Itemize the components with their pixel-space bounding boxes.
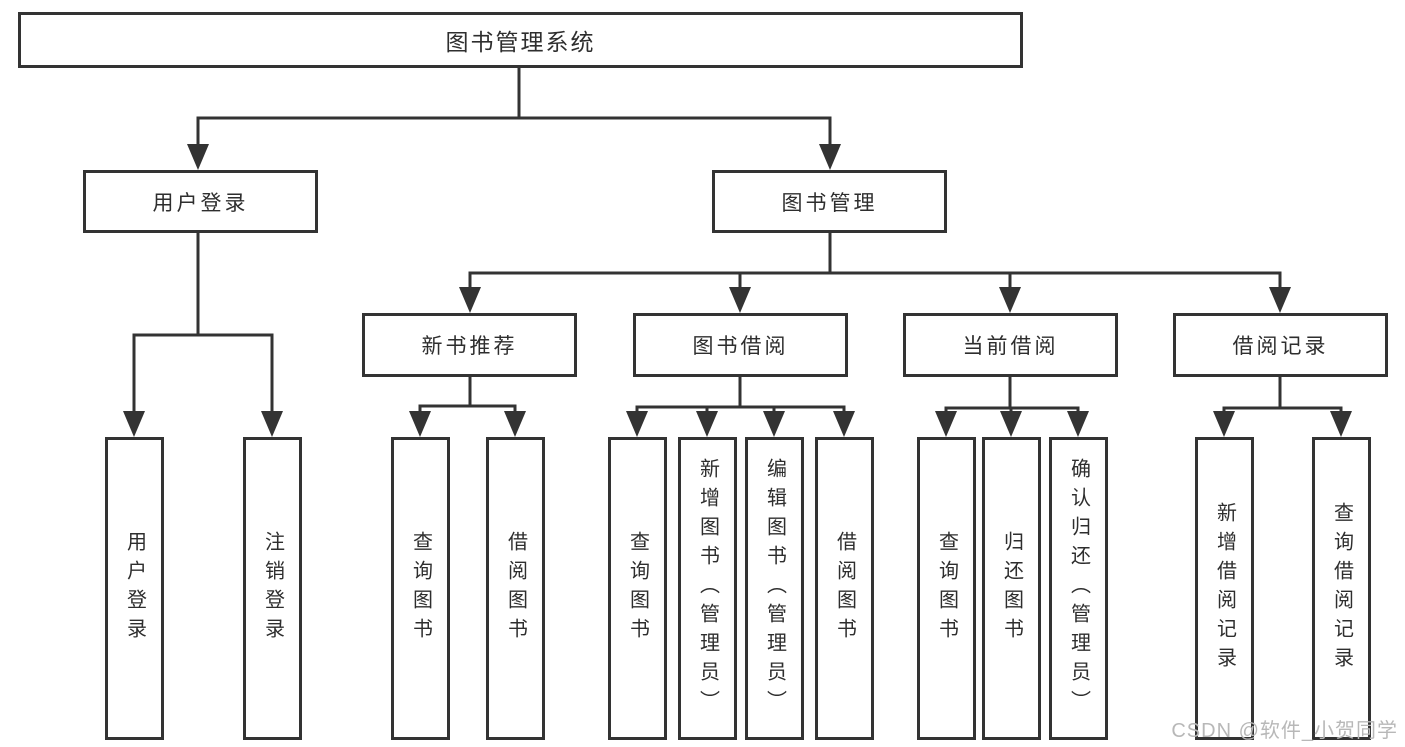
node-label: 新增借阅记录 xyxy=(1213,501,1236,676)
node-label: 图书管理 xyxy=(781,191,878,215)
csdn-watermark: CSDN @软件_小贺同学 xyxy=(1171,720,1398,742)
node-user-login-leaf: 用户登录 xyxy=(105,437,164,740)
node-borrow-books-2: 借阅图书 xyxy=(815,437,874,740)
node-borrow-records: 借阅记录 xyxy=(1173,313,1388,377)
node-query-borrow-record: 查询借阅记录 xyxy=(1312,437,1371,740)
node-current-borrow: 当前借阅 xyxy=(903,313,1118,377)
node-label: 图书借阅 xyxy=(692,335,789,358)
node-return-books: 归还图书 xyxy=(982,437,1041,740)
node-label: 注销登录 xyxy=(261,530,284,647)
node-label: 用户登录 xyxy=(152,191,249,215)
node-query-books-3: 查询图书 xyxy=(917,437,976,740)
node-edit-book-admin: 编辑图书（管理员） xyxy=(745,437,804,740)
node-user-login: 用户登录 xyxy=(83,170,318,233)
node-label: 借阅图书 xyxy=(833,530,856,647)
arrowheads xyxy=(123,144,1352,437)
node-system: 图书管理系统 xyxy=(18,12,1023,68)
node-query-books-2: 查询图书 xyxy=(608,437,667,740)
node-logout-leaf: 注销登录 xyxy=(243,437,302,740)
node-label: 新增图书（管理员） xyxy=(696,458,719,719)
node-label: 查询借阅记录 xyxy=(1330,501,1353,676)
node-label: 查询图书 xyxy=(409,530,432,647)
node-label: 查询图书 xyxy=(626,530,649,647)
node-book-borrow: 图书借阅 xyxy=(633,313,848,377)
node-label: 当前借阅 xyxy=(962,335,1059,358)
node-label: 借阅图书 xyxy=(504,530,527,647)
node-add-book-admin: 新增图书（管理员） xyxy=(678,437,737,740)
node-query-books-1: 查询图书 xyxy=(391,437,450,740)
node-new-book-recommend: 新书推荐 xyxy=(362,313,577,377)
node-label: 归还图书 xyxy=(1000,530,1023,647)
node-confirm-return-admin: 确认归还（管理员） xyxy=(1049,437,1108,740)
node-label: 查询图书 xyxy=(935,530,958,647)
node-book-management: 图书管理 xyxy=(712,170,947,233)
node-label: 图书管理系统 xyxy=(445,29,596,55)
node-borrow-books-1: 借阅图书 xyxy=(486,437,545,740)
node-label: 编辑图书（管理员） xyxy=(763,458,786,719)
node-label: 确认归还（管理员） xyxy=(1067,458,1090,719)
node-add-borrow-record: 新增借阅记录 xyxy=(1195,437,1254,740)
node-label: 新书推荐 xyxy=(421,335,518,358)
node-label: 借阅记录 xyxy=(1232,335,1329,358)
node-label: 用户登录 xyxy=(123,530,146,647)
